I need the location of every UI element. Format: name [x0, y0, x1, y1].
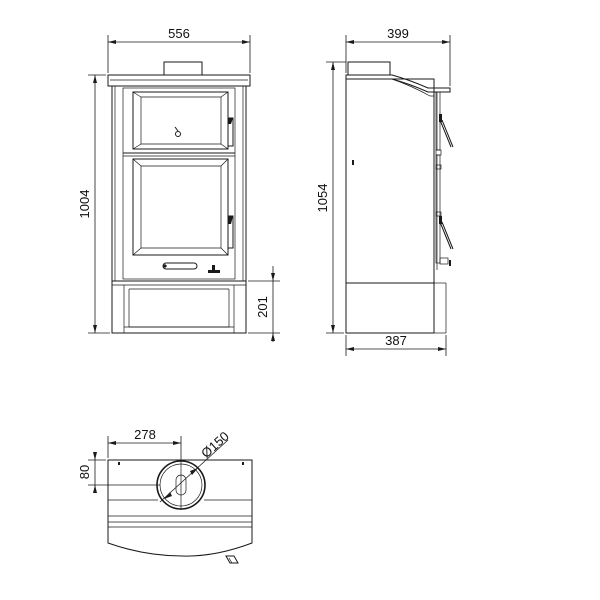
- side-view: [345, 61, 454, 334]
- fire-door: [132, 158, 229, 256]
- fire-door-handle-icon: [227, 215, 234, 249]
- side-oven-handle-icon: [439, 114, 454, 148]
- top-view: [107, 459, 253, 564]
- front-flue-collar: [163, 61, 203, 76]
- flue-y-dimension: 80: [77, 452, 160, 493]
- front-handle-icon: [225, 555, 239, 564]
- base-height-label: 201: [255, 296, 270, 318]
- flue-y-label: 80: [77, 465, 92, 479]
- side-base: [345, 282, 435, 334]
- oven-knob-icon: [174, 126, 181, 137]
- front-view: [107, 61, 251, 334]
- ash-drawer-handle: [162, 262, 198, 270]
- flue-x-label: 278: [134, 427, 156, 442]
- side-base-depth-dimension: 387: [345, 333, 447, 356]
- air-lever-icon: [208, 265, 220, 273]
- side-fire-handle-icon: [439, 216, 454, 250]
- side-top-plate: [345, 74, 451, 93]
- front-height-label: 1004: [77, 190, 92, 219]
- oven-handle-icon: [227, 117, 234, 147]
- side-top-depth-dimension: 399: [345, 26, 451, 86]
- oven-door: [132, 91, 229, 150]
- front-width-label: 556: [168, 26, 190, 41]
- base-height-dimension: 201: [248, 266, 280, 342]
- front-base: [111, 280, 247, 334]
- front-top-plate: [107, 74, 251, 87]
- flue-x-dimension: 278: [107, 427, 182, 460]
- side-flue-collar: [347, 61, 391, 76]
- front-width-dimension: 556: [107, 26, 251, 73]
- flue-diameter-label: Ø150: [198, 428, 232, 460]
- side-top-depth-label: 399: [387, 26, 409, 41]
- side-body: [345, 78, 435, 334]
- front-body: [111, 85, 247, 282]
- side-height-label: 1054: [315, 184, 330, 213]
- side-base-depth-label: 387: [385, 333, 407, 348]
- side-height-dimension: 1054: [315, 61, 346, 334]
- front-height-dimension: 1004: [77, 74, 110, 334]
- top-outline: [107, 459, 253, 557]
